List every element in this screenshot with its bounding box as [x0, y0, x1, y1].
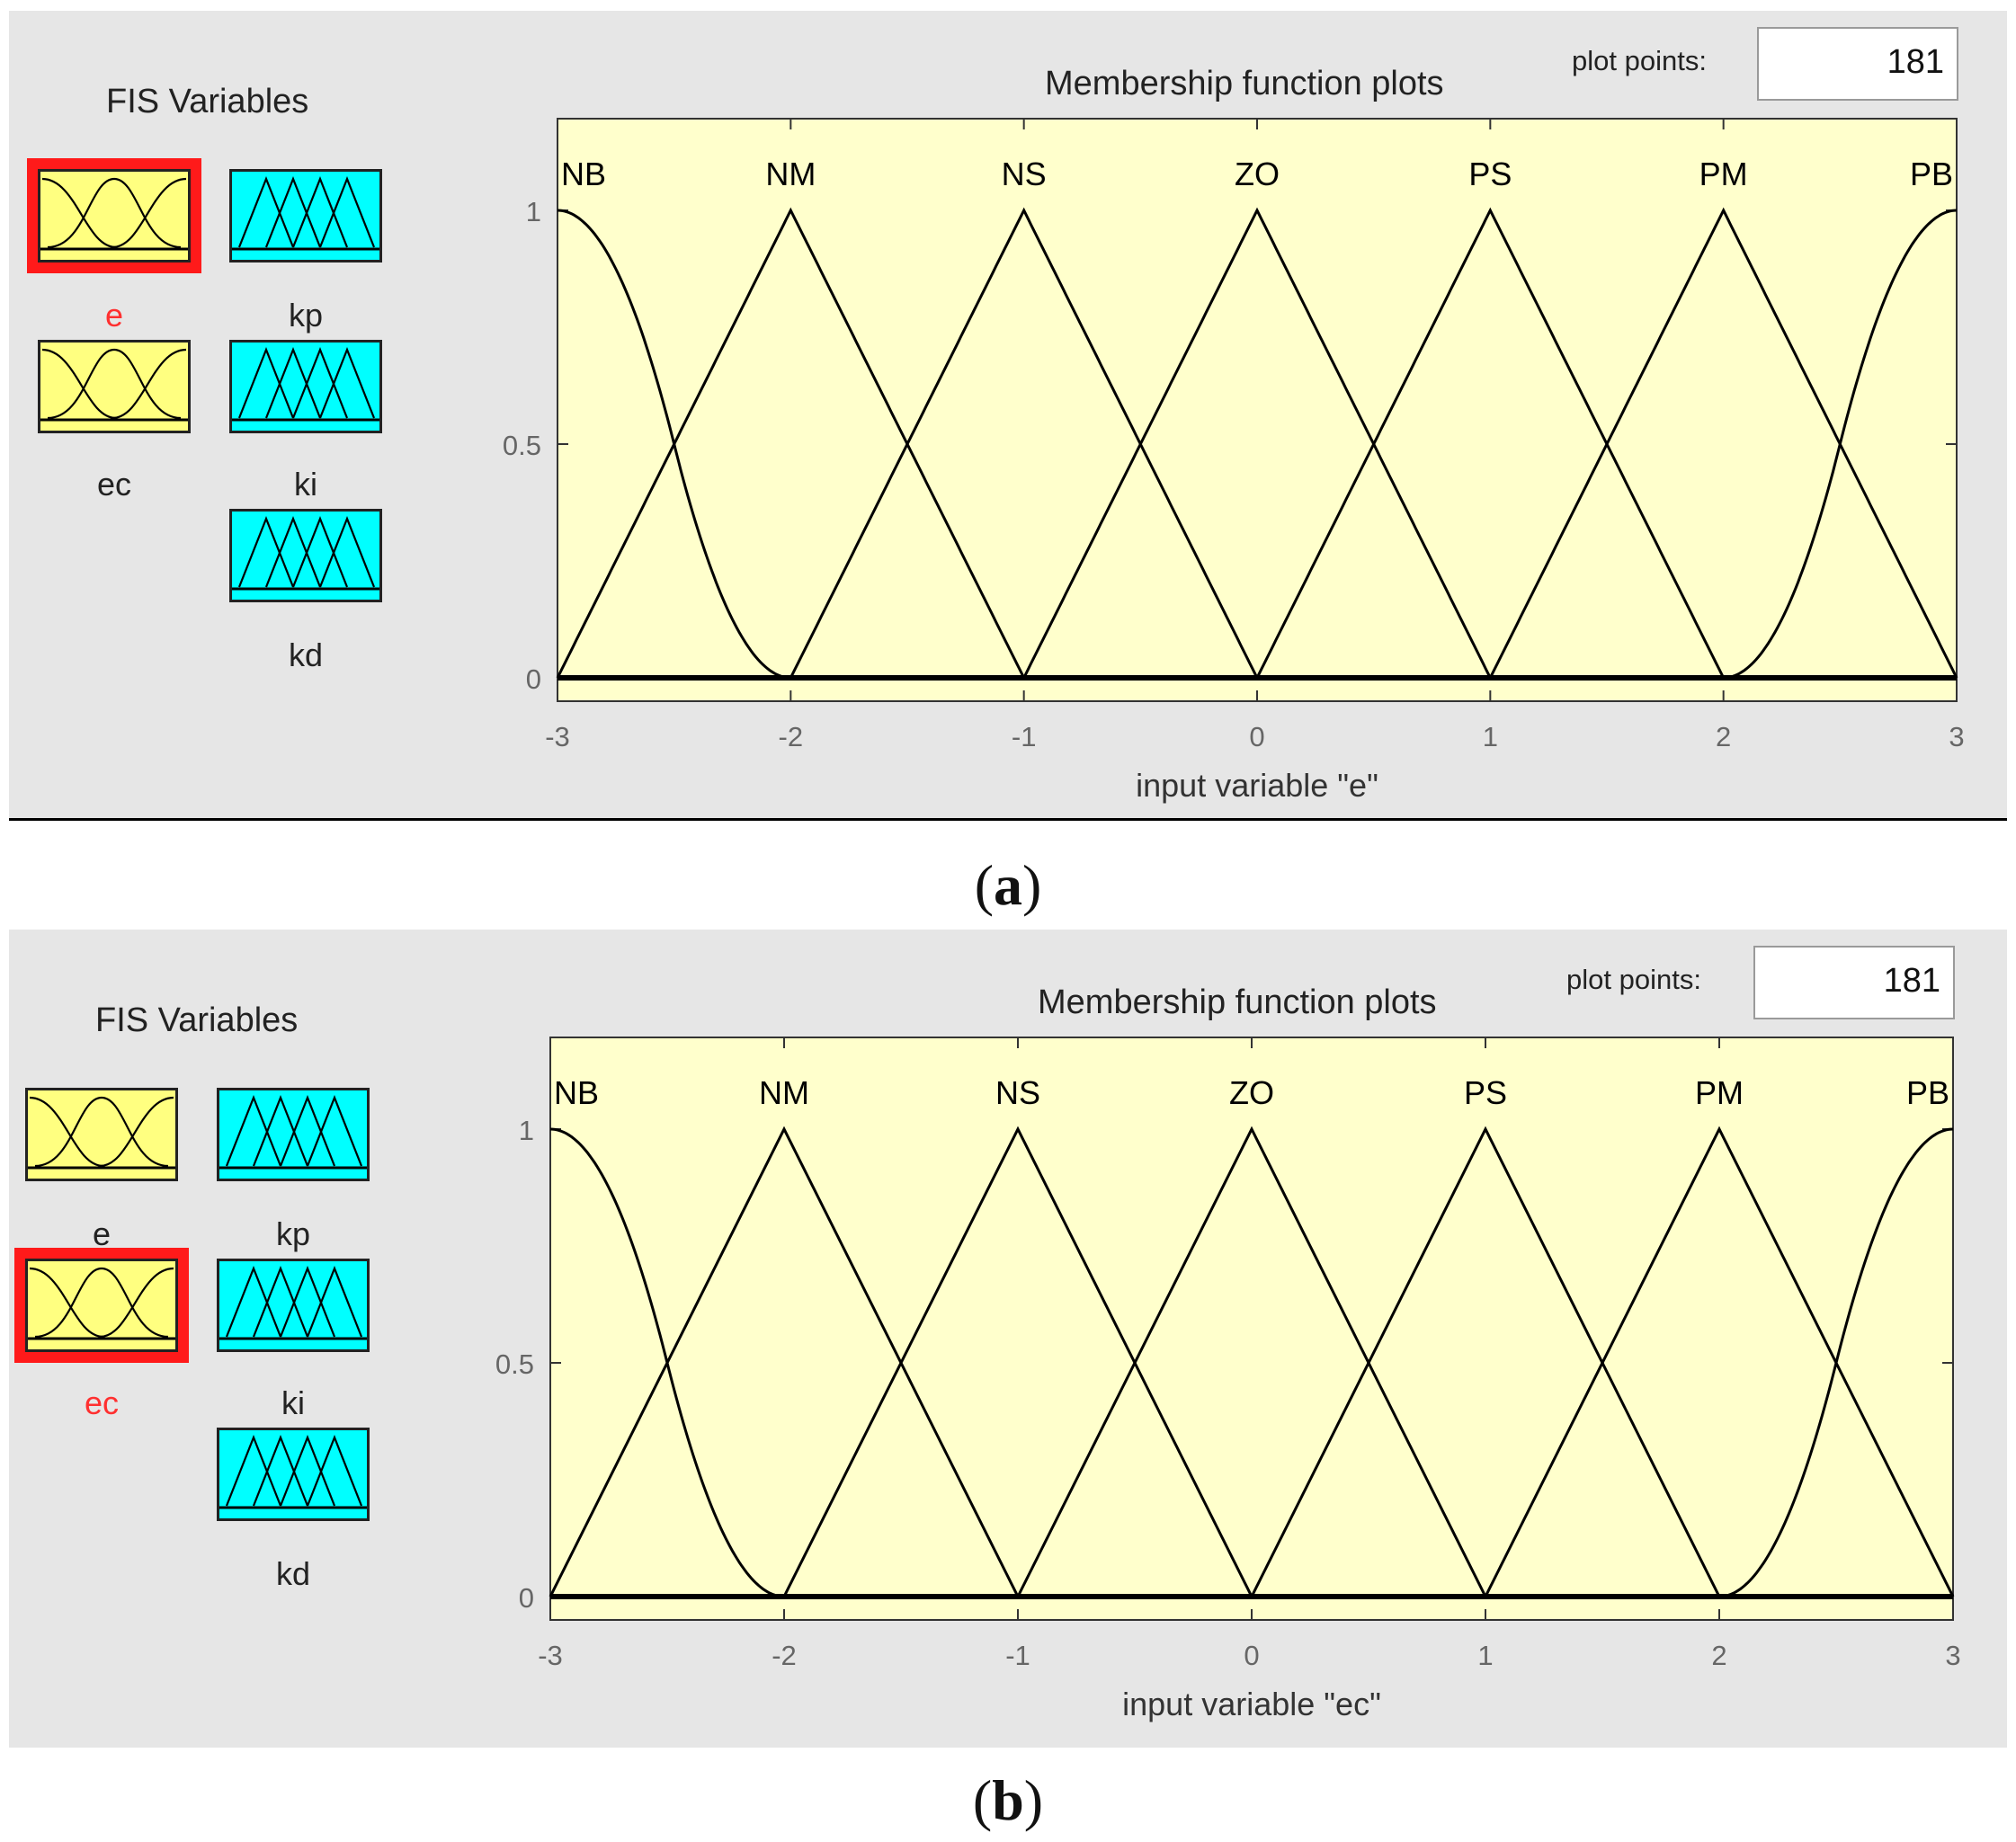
variable-kp-label: kp: [288, 297, 324, 334]
mf-label-zo: ZO: [1229, 1074, 1274, 1111]
plot-title: Membership function plots: [1038, 983, 1437, 1021]
x-tick-label: -1: [1012, 721, 1037, 752]
mf-label-pb: PB: [1906, 1074, 1949, 1111]
x-tick-label: -2: [779, 721, 804, 752]
variable-kd-box[interactable]: [229, 509, 382, 602]
x-axis-label: input variable "ec": [1122, 1686, 1381, 1722]
membership-icon: [232, 176, 379, 251]
membership-icon: [219, 1095, 367, 1170]
x-axis-label: input variable "e": [1136, 767, 1378, 804]
membership-icon: [40, 348, 188, 422]
variable-kd-label: kd: [288, 636, 324, 673]
membership-icon: [232, 347, 379, 422]
plot-points-input[interactable]: 181: [1757, 27, 1958, 101]
fis-variables-title: FIS Variables: [95, 1001, 299, 1039]
variable-ki-label: ki: [294, 466, 317, 503]
membership-icon: [219, 1435, 367, 1509]
membership-icon: [28, 1096, 175, 1170]
membership-function-chart[interactable]: 0 0.5 1 -3 -2 -1 0 1 2 3 input variable "ec" NB NM NS…: [9, 930, 2007, 1748]
x-tick-label: 3: [1949, 721, 1964, 752]
variable-ec-box[interactable]: [38, 340, 191, 433]
variable-e-label: e: [104, 297, 124, 334]
variable-kd-label: kd: [275, 1555, 311, 1592]
fis-editor-panel-b: FIS Variables e ec kp ki kd plot points:…: [9, 930, 2007, 1748]
variable-ec-label: ec: [84, 1384, 120, 1421]
x-tick-label: 1: [1483, 721, 1498, 752]
x-tick-label: 0: [1244, 1640, 1259, 1671]
mf-label-pb: PB: [1910, 156, 1953, 192]
mf-label-ns: NS: [1002, 156, 1047, 192]
x-tick-label: 3: [1945, 1640, 1960, 1671]
x-tick-label: -2: [772, 1640, 797, 1671]
membership-function-chart[interactable]: 0 0.5 1 -3 -2 -1 0 1 2 3 input variable "e" NB NM NS Z…: [9, 11, 2007, 818]
x-tick-label: -1: [1005, 1640, 1030, 1671]
variable-kp-box[interactable]: [217, 1088, 370, 1181]
variable-ki-label: ki: [281, 1384, 305, 1421]
x-tick-label: 1: [1477, 1640, 1493, 1671]
plot-area: [549, 1037, 1954, 1621]
mf-label-pm: PM: [1695, 1074, 1744, 1111]
membership-icon: [28, 1267, 175, 1340]
y-tick-label: 1: [519, 1115, 534, 1146]
mf-label-nm: NM: [759, 1074, 809, 1111]
plot-points-label: plot points:: [1566, 964, 1701, 995]
x-tick-label: -3: [545, 721, 570, 752]
mf-label-pm: PM: [1699, 156, 1748, 192]
y-tick-label: 0.5: [495, 1348, 534, 1380]
variable-ki-box[interactable]: [229, 340, 382, 433]
membership-icon: [219, 1266, 367, 1340]
variable-e-label: e: [92, 1215, 112, 1252]
y-tick-label: 1: [526, 196, 541, 227]
mf-label-zo: ZO: [1235, 156, 1280, 192]
x-tick-label: 2: [1716, 721, 1731, 752]
variable-ki-box[interactable]: [217, 1259, 370, 1352]
mf-label-nb: NB: [561, 156, 606, 192]
caption-a: (a): [974, 853, 1042, 917]
variable-kd-box[interactable]: [217, 1428, 370, 1521]
y-tick-label: 0.5: [503, 430, 541, 461]
x-tick-label: -3: [538, 1640, 563, 1671]
x-tick-label: 0: [1249, 721, 1264, 752]
variable-kp-label: kp: [275, 1215, 311, 1252]
mf-label-nb: NB: [554, 1074, 599, 1111]
caption-b: (b): [972, 1768, 1044, 1832]
membership-icon: [232, 516, 379, 591]
mf-label-ps: PS: [1468, 156, 1512, 192]
variable-e-box[interactable]: [27, 158, 201, 273]
mf-label-ns: NS: [995, 1074, 1040, 1111]
y-tick-label: 0: [519, 1582, 534, 1614]
membership-icon: [40, 177, 188, 251]
variable-ec-label: ec: [96, 466, 132, 503]
plot-title: Membership function plots: [1045, 65, 1444, 102]
variable-ec-box[interactable]: [14, 1248, 189, 1363]
fis-editor-panel-a: FIS Variables e ec kp ki kd plot points:…: [9, 11, 2007, 821]
plot-points-label: plot points:: [1572, 45, 1707, 76]
plot-area: [557, 118, 1958, 702]
plot-points-input[interactable]: 181: [1753, 946, 1955, 1019]
variable-kp-box[interactable]: [229, 169, 382, 263]
fis-variables-title: FIS Variables: [106, 83, 309, 120]
y-tick-label: 0: [526, 663, 541, 695]
mf-label-nm: NM: [765, 156, 816, 192]
variable-e-box[interactable]: [25, 1088, 178, 1181]
x-tick-label: 2: [1711, 1640, 1726, 1671]
mf-label-ps: PS: [1464, 1074, 1507, 1111]
